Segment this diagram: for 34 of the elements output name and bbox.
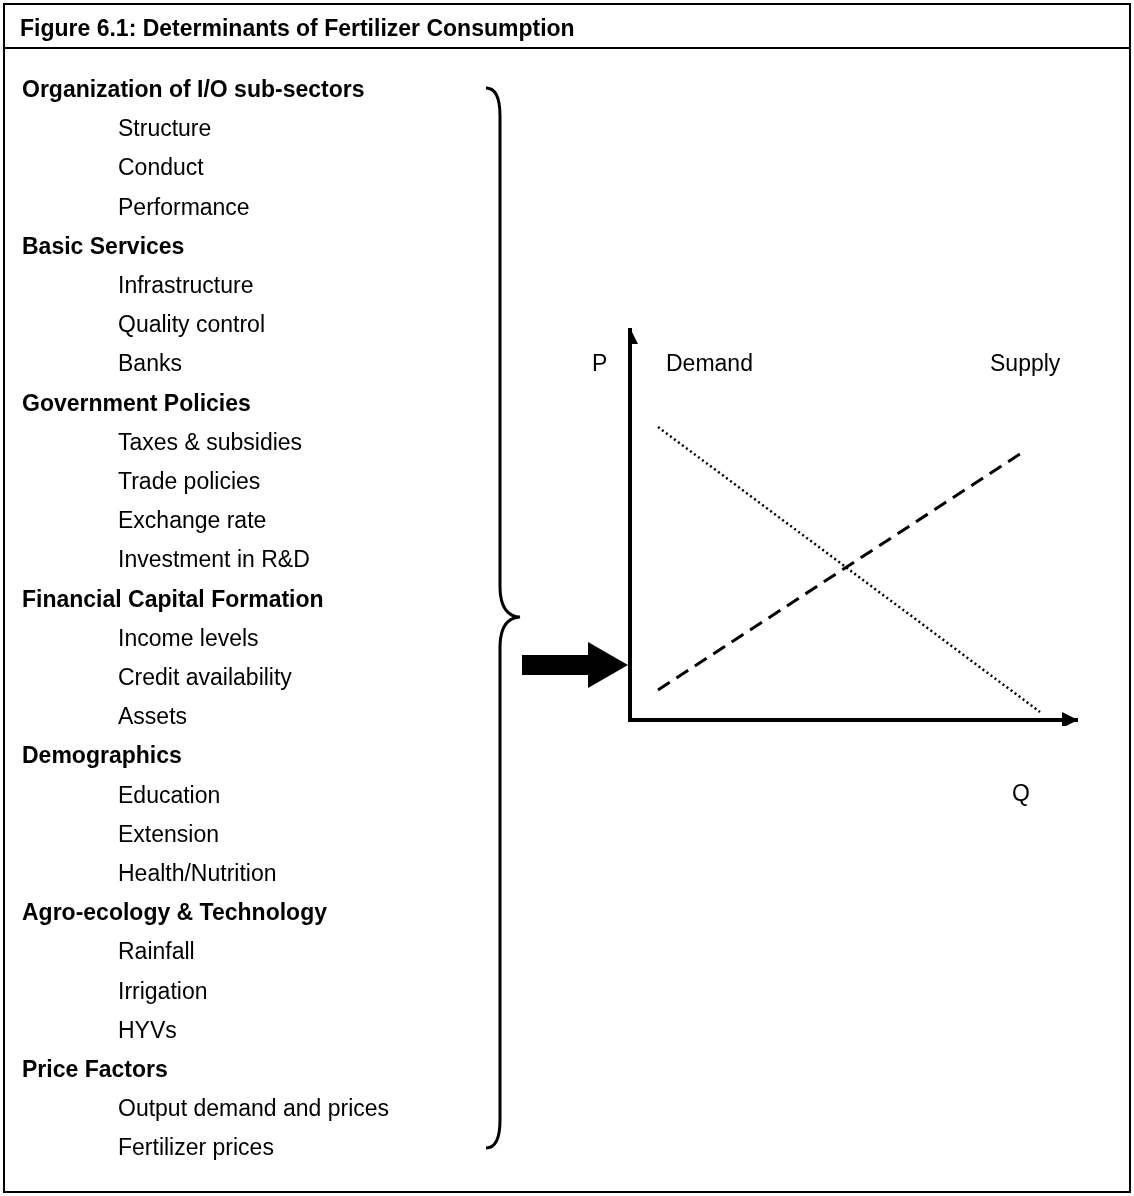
list-item: Investment in R&D	[118, 545, 310, 574]
list-item: Fertilizer prices	[118, 1133, 274, 1162]
list-item: Education	[118, 780, 221, 809]
list-item: Conduct	[118, 153, 204, 182]
group-heading: Price Factors	[22, 1055, 168, 1083]
group-heading: Demographics	[22, 741, 182, 770]
group-heading: Organization of I/O sub-sectors	[22, 75, 365, 103]
thick-arrow	[522, 642, 628, 688]
list-item: Exchange rate	[118, 506, 267, 535]
list-item: Structure	[118, 114, 212, 143]
list-item: Infrastructure	[118, 271, 254, 299]
group-heading: Agro-ecology & Technology	[22, 898, 327, 927]
list-item: Income levels	[118, 623, 259, 652]
list-item: Performance	[118, 192, 250, 221]
list-item: Trade policies	[118, 467, 261, 495]
list-item: Credit availability	[118, 663, 292, 691]
list-item: Assets	[118, 702, 188, 731]
curve-label: Demand	[666, 349, 753, 377]
curve-label: Supply	[990, 349, 1061, 377]
group-heading: Basic Services	[22, 231, 185, 260]
axis-label: Q	[1012, 779, 1030, 807]
figure-title: Figure 6.1: Determinants of Fertilizer Consumption	[20, 14, 575, 42]
list-item: Rainfall	[118, 937, 195, 966]
list-item: Output demand and prices	[118, 1094, 390, 1123]
axis-label: P	[592, 349, 608, 377]
group-heading: Government Policies	[22, 388, 251, 417]
list-item: Taxes & subsidies	[118, 427, 303, 456]
list-item: Quality control	[118, 310, 265, 339]
list-item: Extension	[118, 819, 219, 848]
list-item: Irrigation	[118, 976, 208, 1005]
list-item: HYVs	[118, 1015, 177, 1044]
list-item: Banks	[118, 349, 182, 378]
list-item: Health/Nutrition	[118, 859, 277, 887]
group-heading: Financial Capital Formation	[22, 584, 324, 613]
